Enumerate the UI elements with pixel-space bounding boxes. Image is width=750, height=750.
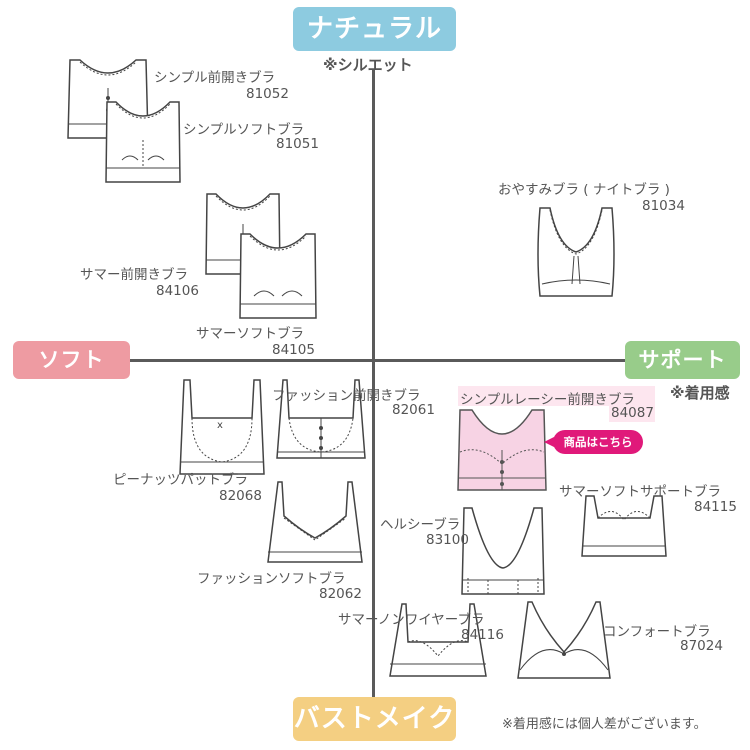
bra-illustration-84087[interactable] xyxy=(456,408,548,494)
product-name-84116[interactable]: サマーノンワイヤーブラ xyxy=(338,612,485,628)
axis-label-bustmake: バストメイク xyxy=(293,697,456,741)
product-name-82062[interactable]: ファッションソフトブラ xyxy=(197,571,346,587)
product-code-81034: 81034 xyxy=(642,198,685,214)
product-code-83100: 83100 xyxy=(426,532,469,548)
horizontal-axis xyxy=(130,359,630,362)
product-name-87024[interactable]: コンフォートブラ xyxy=(603,624,711,640)
footnote: ※着用感には個人差がございます。 xyxy=(502,717,707,732)
product-code-82061: 82061 xyxy=(392,402,435,418)
product-code-highlight xyxy=(609,404,655,422)
bra-illustration-84105[interactable] xyxy=(238,232,318,322)
product-name-84106[interactable]: サマー前開きブラ xyxy=(80,267,188,283)
view-product-badge[interactable]: 商品はこちら xyxy=(544,430,643,454)
bra-illustration-81051[interactable] xyxy=(104,100,182,186)
product-code-82062: 82062 xyxy=(319,586,362,602)
bra-illustration-82062[interactable] xyxy=(264,480,366,568)
bra-illustration-87024[interactable] xyxy=(514,600,614,682)
bra-illustration-84115[interactable] xyxy=(578,494,670,560)
vertical-axis xyxy=(372,70,375,710)
product-code-84115: 84115 xyxy=(694,499,737,515)
product-name-81051[interactable]: シンプルソフトブラ xyxy=(183,122,305,138)
product-name-83100[interactable]: ヘルシーブラ xyxy=(380,517,461,533)
product-name-84087[interactable]: シンプルレーシー前開きブラ xyxy=(460,392,635,408)
product-code-84116: 84116 xyxy=(461,627,504,643)
bra-illustration-82061[interactable] xyxy=(273,378,369,462)
product-name-81034[interactable]: おやすみブラ ( ナイトブラ ) xyxy=(498,182,670,198)
svg-text:x: x xyxy=(217,420,223,431)
product-code-84106: 84106 xyxy=(156,283,199,299)
product-code-84105: 84105 xyxy=(272,342,315,358)
axis-note-fit: ※着用感 xyxy=(670,384,730,402)
product-name-82061[interactable]: ファッション前開きブラ xyxy=(272,388,421,404)
axis-label-natural: ナチュラル xyxy=(293,7,456,51)
product-code-84087: 84087 xyxy=(611,405,654,421)
bra-illustration-81034[interactable] xyxy=(536,206,616,302)
product-code-81052: 81052 xyxy=(246,86,289,102)
product-name-82068[interactable]: ピーナッツパットブラ xyxy=(113,472,248,488)
axis-label-soft: ソフト xyxy=(13,341,130,379)
product-name-84105[interactable]: サマーソフトブラ xyxy=(196,326,304,342)
product-code-82068: 82068 xyxy=(219,488,262,504)
bra-illustration-82068[interactable]: x xyxy=(176,378,268,478)
bra-illustration-84116[interactable] xyxy=(386,602,490,680)
bra-illustration-83100[interactable] xyxy=(458,506,548,598)
product-name-84115[interactable]: サマーソフトサポートブラ xyxy=(559,484,721,500)
product-name-81052[interactable]: シンプル前開きブラ xyxy=(154,70,276,86)
axis-label-support: サポート xyxy=(625,341,740,379)
product-code-87024: 87024 xyxy=(680,638,723,654)
axis-note-silhouette: ※シルエット xyxy=(323,56,413,74)
product-name-highlight xyxy=(458,386,655,406)
product-code-81051: 81051 xyxy=(276,136,319,152)
